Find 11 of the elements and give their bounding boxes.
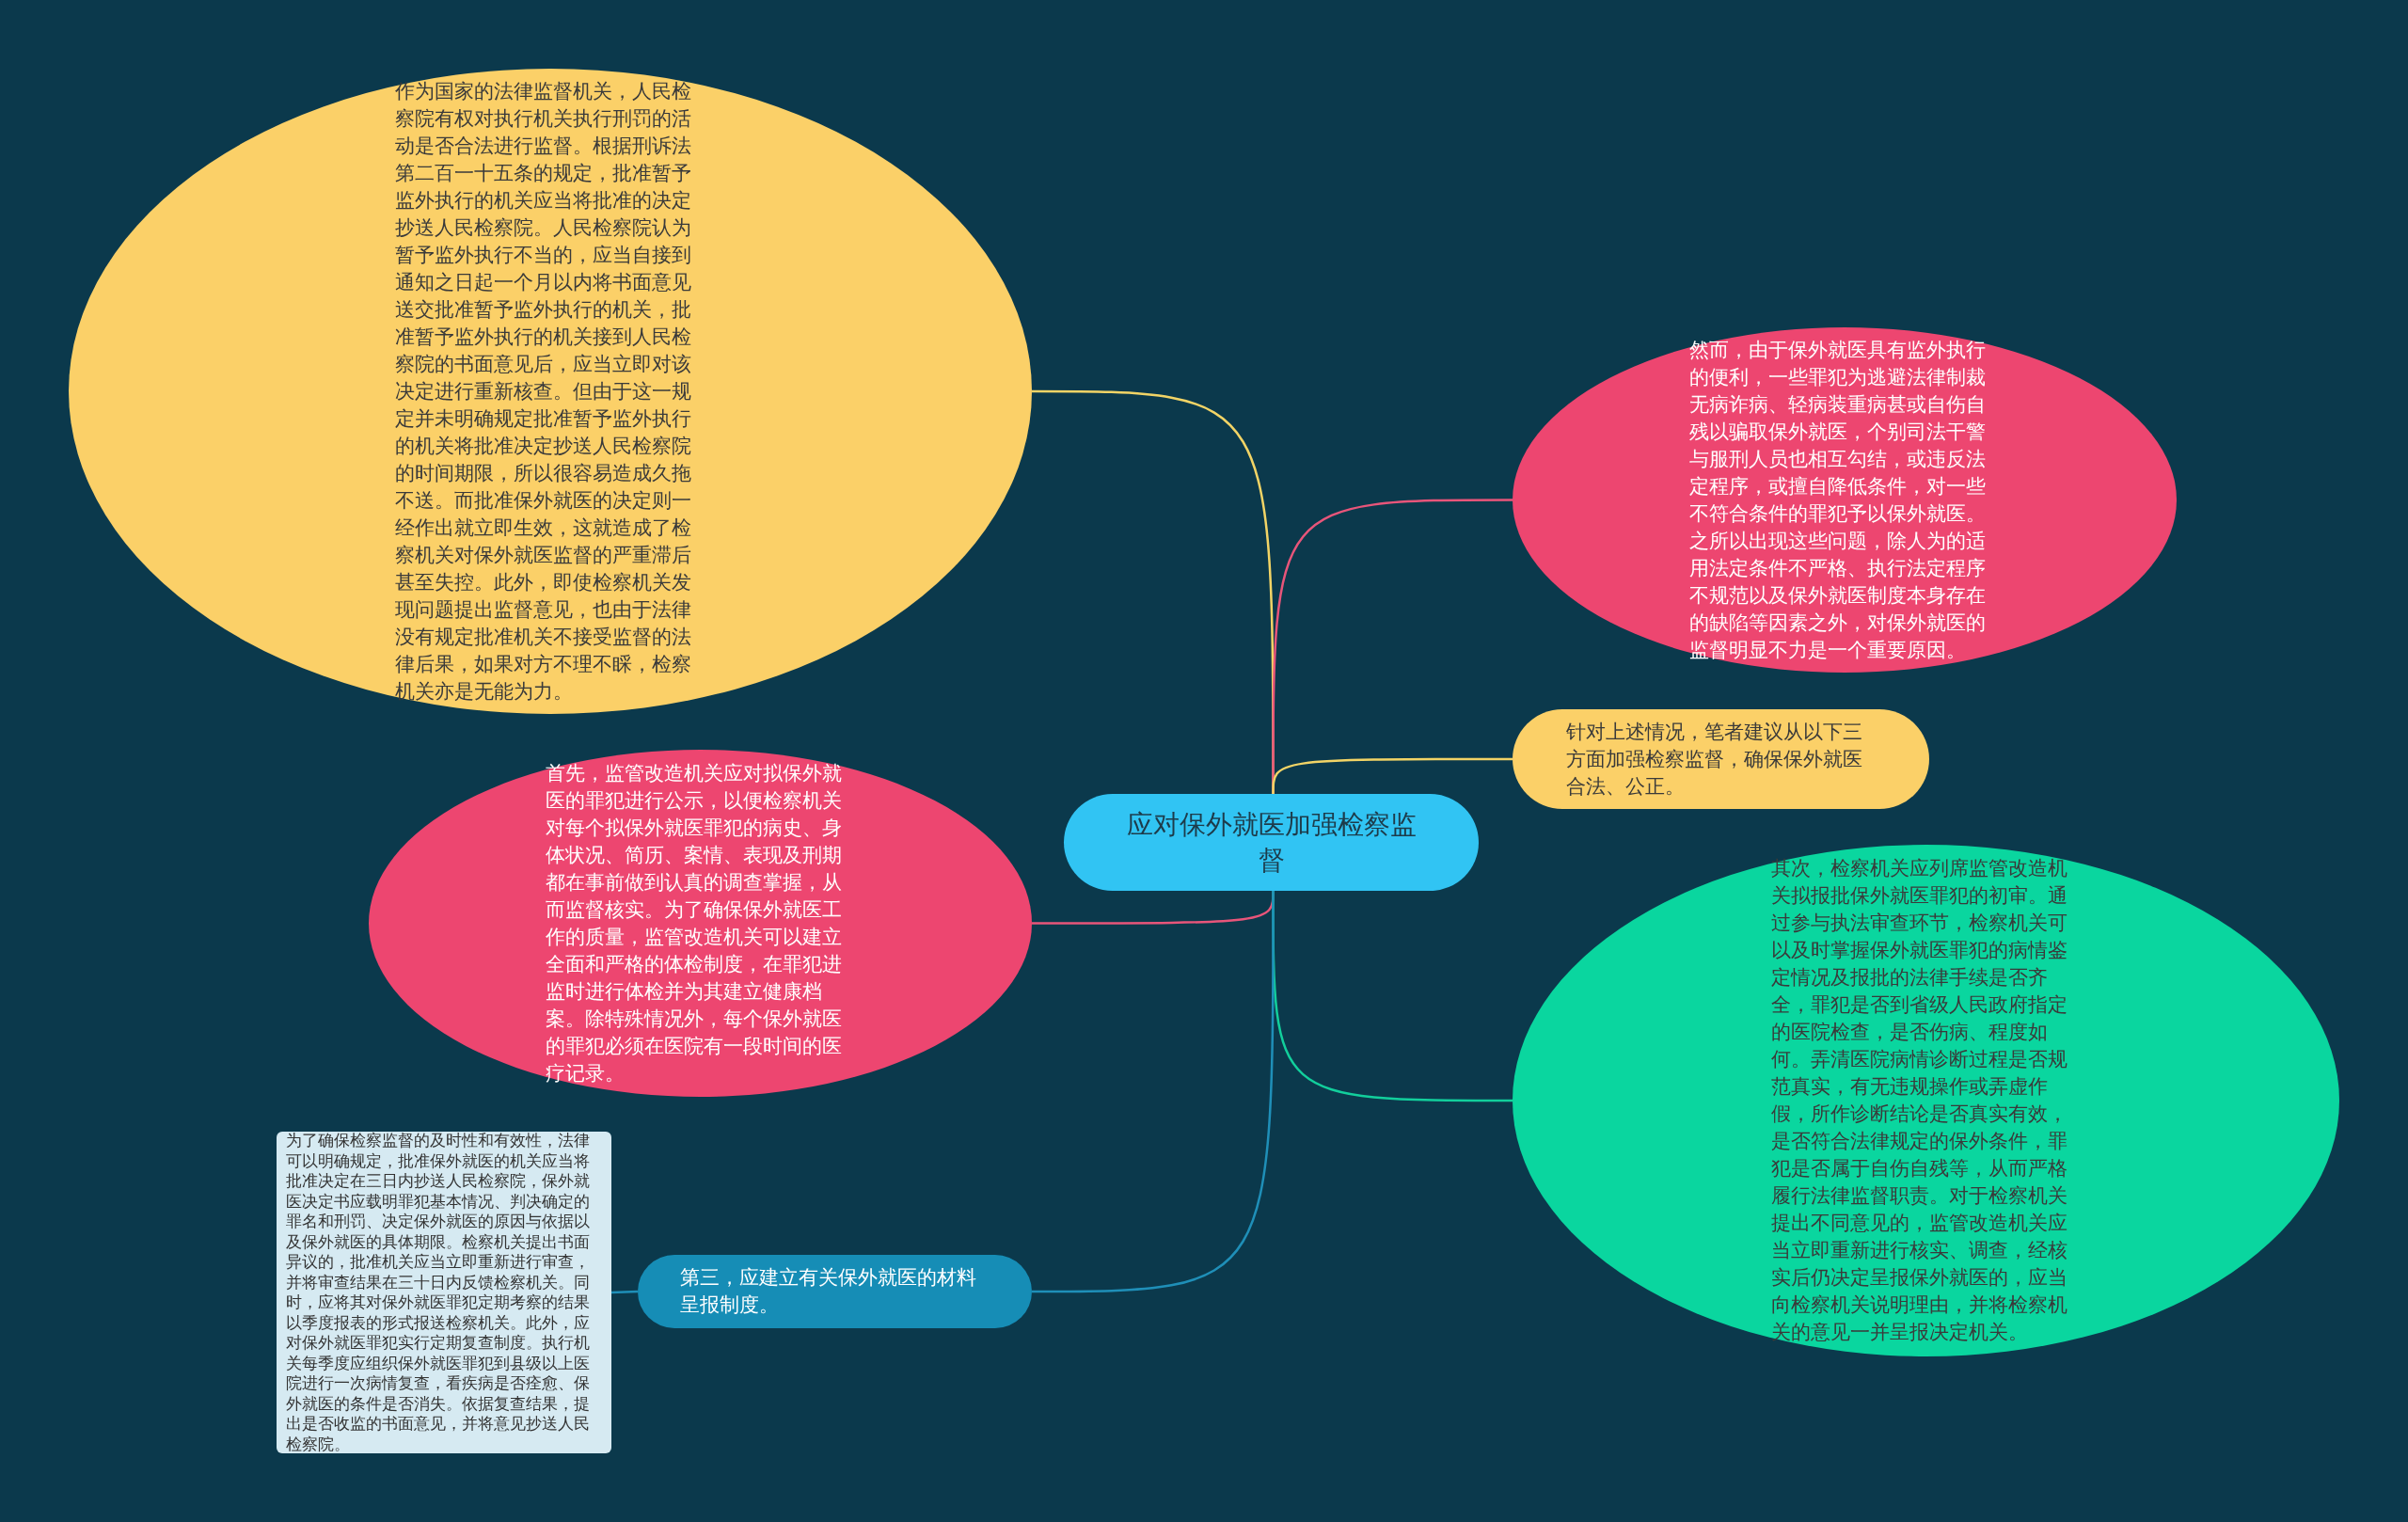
connector: [1272, 757, 1513, 795]
connector: [1032, 891, 1275, 1293]
topic-text: 作为国家的法律监督机关，人民检察院有权对执行机关执行刑罚的活动是否合法进行监督。根据刑诉法第二百一十五条的规定，批准暂予监外执行的机关应当将批准的决定抄送人民检察院。人民检察院认为暂予监外执行不当的，应当自接到通知之日起一个月以内将书面意见送交批准暂予监外执行的机关，批准暂予监外执行的机关接到人民检察院的书面意见后，应当立即对该决定进行重新核查。但由于这一规定并未明确规定批准暂予监外执行的机关将批准决定抄送人民检察院的时间期限，所以很容易造成久拖不送。而批准保外就医的决定则一经作出就立即生效，这就造成了检察机关对保外就医监督的严重滞后甚至失控。此外，即使检察机关发现问题提出监督意见，也由于法律没有规定批准机关不接受监督的法律后果，如果对方不理不睬，检察机关亦是无能为力。: [395, 78, 692, 705]
topic-text: 然而，由于保外就医具有监外执行的便利，一些罪犯为逃避法律制裁无病诈病、轻病装重病甚或自伤自残以骗取保外就医，个别司法干警与服刑人员也相互勾结，或违反法定程序，或擅自降低条件，对一些不符合条件的罪犯予以保外就医。之所以出现这些问题，除人为的适用法定条件不严格、执行法定程序不规范以及保外就医制度本身存在的缺陷等因素之外，对保外就医的监督明显不力是一个重要原因。: [1689, 337, 1987, 663]
topic-text: 应对保外就医加强检察监督: [1125, 807, 1418, 878]
connector: [610, 1290, 639, 1294]
topic-text: 第三，应建立有关保外就医的材料呈报制度。: [679, 1265, 977, 1318]
topic-text: 为了确保检察监督的及时性和有效性，法律可以明确规定，批准保外就医的机关应当将批准决定在三日内抄送人民检察院，保外就医决定书应载明罪犯基本情况、判决确定的罪名和刑罚、决定保外就医的原因与依据以及保外就医的具体期限。检察机关提出书面异议的，批准机关应当立即重新进行审查，并将审查结果在三十日内反馈检察机关。同时，应将其对保外就医罪犯定期考察的结果以季度报表的形式报送检察机关。此外，应对保外就医罪犯实行定期复查制度。执行机关每季度应组织保外就医罪犯到县级以上医院进行一次病情复查，看疾病是否痊愈、保外就医的条件是否消失。依据复查结果，提出是否收监的书面意见，并将意见抄送人民检察院。: [286, 1131, 591, 1454]
topic-text: 针对上述情况，笔者建议从以下三方面加强检察监督，确保保外就医合法、公正。: [1565, 719, 1863, 800]
topic-text: 其次，检察机关应列席监管改造机关拟报批保外就医罪犯的初审。通过参与执法审查环节，检察机关可以及时掌握保外就医罪犯的病情鉴定情况及报批的法律手续是否齐全，罪犯是否到省级人民政府指定的医院检查，是否伤病、程度如何。弄清医院病情诊断过程是否规范真实，有无违规操作或弄虚作假，所作诊断结论是否真实有效，是否符合法律规定的保外条件，罪犯是否属于自伤自残等，从而严格履行法律监督职责。对于检察机关提出不同意见的，监管改造机关应当立即重新进行核实、调查，经核实后仍决定呈报保外就医的，应当向检察机关说明理由，并将检察机关的意见一并呈报决定机关。: [1770, 856, 2068, 1345]
topic-text: 首先，监管改造机关应对拟保外就医的罪犯进行公示，以便检察机关对每个拟保外就医罪犯的病史、身体状况、简历、案情、表现及刑期都在事前做到认真的调查掌握，从而监督核实。为了确保保外就医工作的质量，监管改造机关可以建立全面和严格的体检制度，在罪犯进监时进行体检并为其建立健康档案。除特殊情况外，每个保外就医的罪犯必须在医院有一段时间的医疗记录。: [545, 760, 843, 1086]
